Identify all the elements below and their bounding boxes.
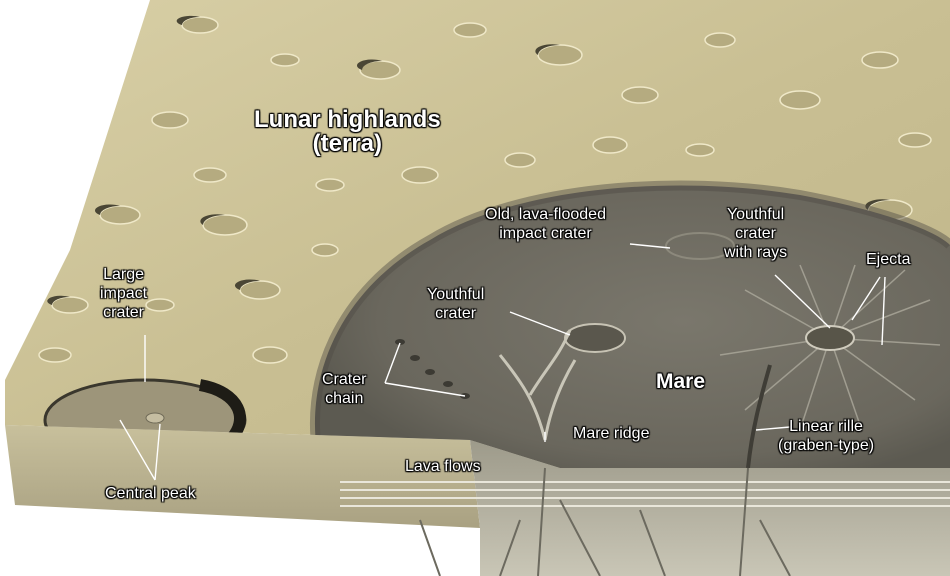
label-central-peak: Central peak xyxy=(105,484,196,503)
label-lunar-highlands: Lunar highlands (terra) xyxy=(254,108,441,156)
label-large-impact-crater: Large impact crater xyxy=(100,265,147,322)
label-highlands-line1: Lunar highlands xyxy=(254,108,441,132)
label-rays-line2: crater xyxy=(724,224,787,243)
label-rille-line1: Linear rille xyxy=(778,417,874,436)
label-youthful-line2: crater xyxy=(427,304,484,323)
label-large-line3: crater xyxy=(100,303,147,322)
label-mare-ridge: Mare ridge xyxy=(573,424,649,443)
label-old-lava-flooded-crater: Old, lava-flooded impact crater xyxy=(485,205,606,243)
label-old-crater-line2: impact crater xyxy=(485,224,606,243)
label-youthful-crater-with-rays: Youthful crater with rays xyxy=(724,205,787,262)
label-lava-flows: Lava flows xyxy=(405,457,481,476)
label-chain-line1: Crater xyxy=(322,370,366,389)
label-youthful-line1: Youthful xyxy=(427,285,484,304)
label-large-line1: Large xyxy=(100,265,147,284)
label-large-line2: impact xyxy=(100,284,147,303)
label-old-crater-line1: Old, lava-flooded xyxy=(485,205,606,224)
label-rays-line1: Youthful xyxy=(724,205,787,224)
label-linear-rille: Linear rille (graben-type) xyxy=(778,417,874,455)
label-ejecta: Ejecta xyxy=(866,250,910,269)
label-youthful-crater: Youthful crater xyxy=(427,285,484,323)
central-peak xyxy=(146,413,164,423)
label-mare: Mare xyxy=(656,372,705,391)
label-rays-line3: with rays xyxy=(724,243,787,262)
youthful-crater xyxy=(565,324,625,352)
label-crater-chain: Crater chain xyxy=(322,370,366,408)
block-left-face xyxy=(5,425,480,528)
label-chain-line2: chain xyxy=(322,389,366,408)
label-highlands-line2: (terra) xyxy=(254,132,441,156)
label-rille-line2: (graben-type) xyxy=(778,436,874,455)
